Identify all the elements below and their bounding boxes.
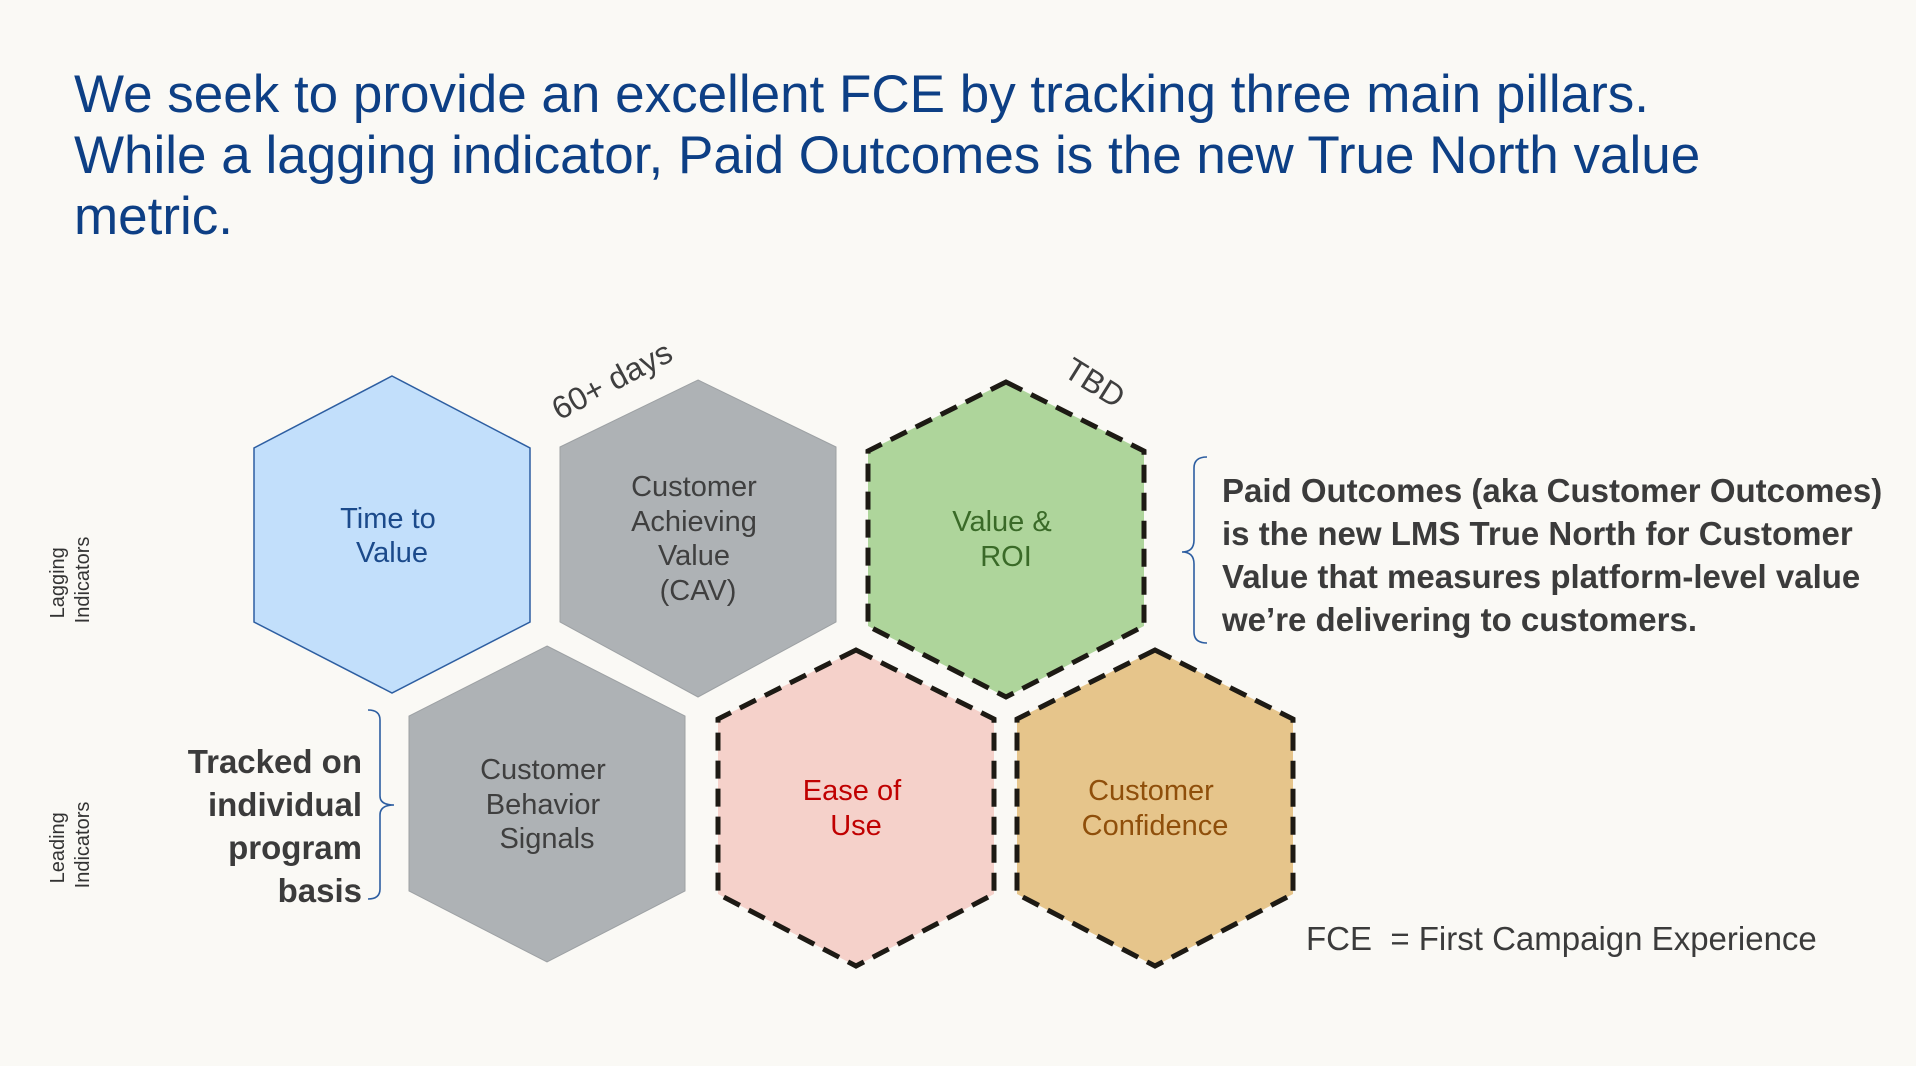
hexagon-time-to-value: Time to Value xyxy=(253,375,531,694)
hexagon-value-roi: Value & ROI xyxy=(865,379,1147,700)
slide-title: We seek to provide an excellent FCE by t… xyxy=(74,64,1854,247)
value-roi-timing-annotation: TBD xyxy=(1058,350,1131,414)
hexagon-shape xyxy=(559,379,837,698)
hexagon-label: Ease of Use xyxy=(803,775,909,842)
hexagon-label: Time to Value xyxy=(340,503,444,569)
paid-outcomes-brace xyxy=(1181,456,1208,644)
hexagon-customer-achieving-value: Customer Achieving Value (CAV) xyxy=(559,379,837,698)
tracked-note: Tracked on individual program basis xyxy=(140,740,362,912)
hexagon-label: Value & ROI xyxy=(952,506,1059,573)
paid-outcomes-note: Paid Outcomes (aka Customer Outcomes) is… xyxy=(1222,472,1883,638)
hexagon-shape xyxy=(253,375,531,694)
tracked-note-line: individual xyxy=(207,786,362,823)
lagging-indicators-label: Lagging Indicators xyxy=(47,537,94,624)
hexagon-ease-of-use: Ease of Use xyxy=(715,647,997,969)
hexagon-customer-behavior-signals: Customer Behavior Signals xyxy=(408,645,686,963)
title-line: While a lagging indicator, Paid Outcomes… xyxy=(74,126,1701,185)
title-line: metric. xyxy=(74,187,233,246)
hexagon-label: Customer Achieving Value (CAV) xyxy=(631,471,765,607)
tracked-note-line: basis xyxy=(277,872,362,909)
title-line: We seek to provide an excellent FCE by t… xyxy=(74,65,1650,124)
tracked-note-line: Tracked on xyxy=(187,743,362,780)
hexagon-label: Customer Confidence xyxy=(1082,775,1229,842)
hexagon-shape xyxy=(865,379,1147,700)
hexagon-shape xyxy=(715,647,997,969)
hexagon-customer-confidence: Customer Confidence xyxy=(1014,647,1296,969)
leading-indicators-label: Leading Indicators xyxy=(47,802,94,889)
hexagon-shape xyxy=(408,645,686,963)
tracked-brace xyxy=(367,709,395,900)
hexagon-label: Customer Behavior Signals xyxy=(480,754,614,855)
hexagon-shape xyxy=(1014,647,1296,969)
tracked-note-line: program xyxy=(228,829,362,866)
fce-definition: FCE = First Campaign Experience xyxy=(1306,920,1817,957)
